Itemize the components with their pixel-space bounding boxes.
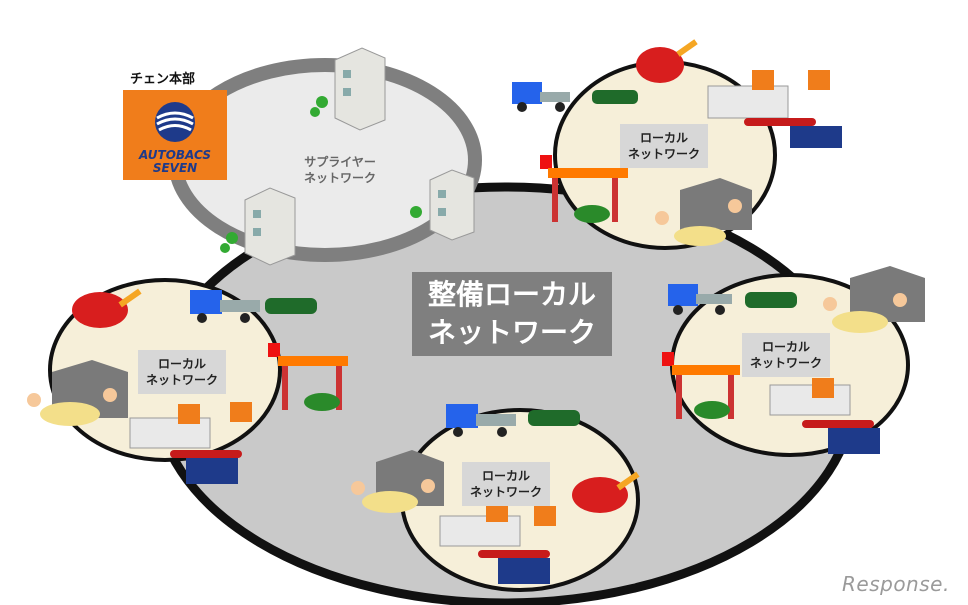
tow-truck-icon xyxy=(190,290,317,323)
autobacs-seven-logo: AUTOBACS SEVEN xyxy=(123,90,227,180)
supplier-building-icon xyxy=(410,169,475,241)
autobacs-shop-icon xyxy=(707,70,842,148)
autobacs-shop-icon xyxy=(439,502,556,584)
paint-repair-car-icon xyxy=(72,288,142,328)
logo-text-line2: SEVEN xyxy=(152,161,198,175)
autobacs-shop-icon xyxy=(129,402,252,484)
local-network-label-left: ローカル ネットワーク xyxy=(138,350,227,394)
garage-mechanic-icon xyxy=(351,450,444,513)
autobacs-emblem-icon xyxy=(155,102,195,142)
local-network-label-bottom: ローカル ネットワーク xyxy=(462,462,551,506)
autobacs-shop-icon xyxy=(769,378,880,454)
hq-title: チェン本部 xyxy=(130,72,196,87)
gas-station-icon xyxy=(540,155,628,223)
supplier-building-icon xyxy=(220,187,296,266)
maintenance-network-label: 整備ローカル ネットワーク xyxy=(412,272,612,356)
garage-mechanic-icon xyxy=(655,178,752,246)
supplier-building-icon xyxy=(310,47,386,131)
paint-repair-car-icon xyxy=(572,471,640,513)
local-network-label-top-right: ローカル ネットワーク xyxy=(620,124,709,168)
paint-repair-car-icon xyxy=(636,39,698,83)
gas-station-icon xyxy=(662,352,740,419)
garage-mechanic-icon xyxy=(27,360,128,426)
garage-mechanic-icon xyxy=(823,266,925,333)
gas-station-icon xyxy=(268,343,348,411)
response-watermark: Response. xyxy=(842,572,950,596)
tow-truck-icon xyxy=(668,284,797,315)
supplier-network-label: サプライヤー ネットワーク xyxy=(304,155,377,185)
tow-truck-icon xyxy=(512,82,638,112)
local-network-label-right: ローカル ネットワーク xyxy=(742,333,831,377)
tow-truck-icon xyxy=(446,404,580,437)
logo-text-line1: AUTOBACS xyxy=(139,148,211,162)
